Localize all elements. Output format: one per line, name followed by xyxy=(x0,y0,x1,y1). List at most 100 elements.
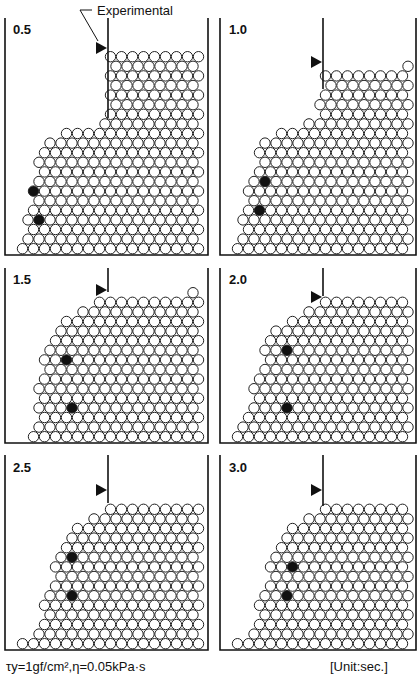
particle xyxy=(182,639,192,649)
particle xyxy=(326,307,336,317)
particle xyxy=(83,543,93,553)
particle xyxy=(392,119,402,129)
particle xyxy=(182,316,192,326)
particle xyxy=(370,514,380,524)
particle xyxy=(182,128,192,138)
particle xyxy=(359,100,369,110)
particle xyxy=(287,244,297,254)
particle xyxy=(359,533,369,543)
particle xyxy=(105,412,115,422)
particle xyxy=(45,157,55,167)
particle xyxy=(403,307,413,317)
particle xyxy=(144,80,154,90)
particle xyxy=(342,523,352,533)
particle xyxy=(138,374,148,384)
particle xyxy=(403,514,413,524)
particle xyxy=(122,422,132,432)
particle xyxy=(265,374,275,384)
particle xyxy=(182,619,192,629)
particle xyxy=(271,196,281,206)
particle xyxy=(386,504,396,514)
particle xyxy=(403,533,413,543)
particle xyxy=(271,326,281,336)
particle xyxy=(386,297,396,307)
particle xyxy=(353,244,363,254)
particle xyxy=(386,523,396,533)
particle xyxy=(282,422,292,432)
particle xyxy=(397,639,407,649)
particle xyxy=(260,138,270,148)
particle xyxy=(133,345,143,355)
particle xyxy=(276,186,286,196)
particle xyxy=(17,244,27,254)
particle xyxy=(370,326,380,336)
particle xyxy=(72,355,82,365)
particle xyxy=(326,176,336,186)
particle xyxy=(166,80,176,90)
particle xyxy=(326,552,336,562)
particle xyxy=(116,432,126,442)
particle xyxy=(193,355,203,365)
particle xyxy=(94,432,104,442)
particle xyxy=(397,543,407,553)
particle xyxy=(309,523,319,533)
particle xyxy=(386,167,396,177)
particle xyxy=(320,148,330,158)
particle xyxy=(348,157,358,167)
particle xyxy=(392,176,402,186)
particle xyxy=(67,533,77,543)
particle xyxy=(171,109,181,119)
particle xyxy=(397,581,407,591)
particle xyxy=(359,403,369,413)
tracer-particle xyxy=(61,355,71,365)
particle xyxy=(144,157,154,167)
particle xyxy=(326,234,336,244)
particle xyxy=(260,629,270,639)
particle xyxy=(282,326,292,336)
particle xyxy=(375,562,385,572)
particle xyxy=(397,128,407,138)
particle xyxy=(265,224,275,234)
particle xyxy=(100,571,110,581)
particle xyxy=(89,345,99,355)
particle xyxy=(56,629,66,639)
particle xyxy=(249,234,259,244)
particle xyxy=(78,326,88,336)
particle xyxy=(56,157,66,167)
particle xyxy=(304,610,314,620)
particle xyxy=(78,629,88,639)
tracer-particle xyxy=(260,176,270,186)
particle xyxy=(177,345,187,355)
particle xyxy=(116,71,126,81)
particle xyxy=(116,562,126,572)
particle xyxy=(320,523,330,533)
particle xyxy=(116,543,126,553)
particle xyxy=(260,345,270,355)
particle xyxy=(94,619,104,629)
particle xyxy=(238,422,248,432)
particle xyxy=(155,61,165,71)
particle xyxy=(254,167,264,177)
time-label: 0.5 xyxy=(12,22,32,37)
particle xyxy=(315,610,325,620)
particle xyxy=(144,591,154,601)
particle xyxy=(149,186,159,196)
particle xyxy=(287,523,297,533)
particle xyxy=(348,119,358,129)
particle xyxy=(50,619,60,629)
particle xyxy=(166,364,176,374)
particle xyxy=(122,61,132,71)
particle xyxy=(94,148,104,158)
particle xyxy=(287,336,297,346)
particle xyxy=(105,639,115,649)
tracer-particle xyxy=(67,403,77,413)
particle xyxy=(254,186,264,196)
particle xyxy=(116,523,126,533)
particle xyxy=(397,355,407,365)
flow-panel xyxy=(220,455,416,650)
particle xyxy=(381,196,391,206)
particle xyxy=(83,205,93,215)
particle xyxy=(392,552,402,562)
particle xyxy=(177,533,187,543)
